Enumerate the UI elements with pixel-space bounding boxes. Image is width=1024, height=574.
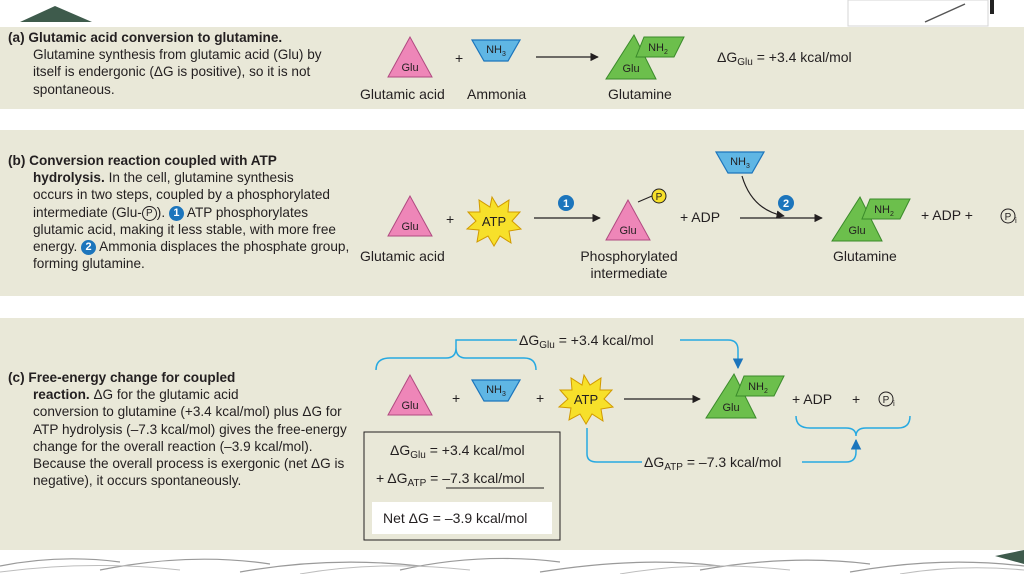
plus-sign: + [852, 391, 860, 407]
panel-b-body-1: In the cell, glutamine synthesis [108, 170, 294, 186]
step-1-number: 1 [563, 198, 569, 210]
bottom-bracket-arrow [802, 438, 862, 463]
nh3-label: NH3 [486, 384, 506, 398]
panel-a-title: (a) Glutamic acid conversion to glutamin… [8, 30, 283, 45]
step-1-marker: 1 [558, 195, 574, 211]
plus-sign: + [452, 390, 460, 406]
phosphate-icon [651, 188, 667, 204]
plus-sign: + [446, 211, 454, 227]
bottom-bracket [795, 415, 911, 437]
plus-sign: + [455, 50, 463, 66]
glu-label: Glu [401, 221, 418, 233]
pi-subscript: i [893, 399, 895, 408]
panel-a-body: Glutamine synthesis from glutamic acid (… [33, 47, 322, 97]
corner-frame [847, 0, 989, 27]
label-ammonia: Ammonia [467, 86, 526, 102]
top-decoration [0, 0, 1024, 27]
glu-label: Glu [722, 402, 739, 414]
label-glutamic-acid: Glutamic acid [360, 86, 445, 102]
glu-label: Glu [401, 62, 418, 74]
nh2-label: NH2 [874, 204, 894, 218]
glu-label: Glu [619, 225, 636, 237]
glu-label: Glu [622, 63, 639, 75]
step-2-icon: 2 [81, 240, 97, 256]
nh3-shape-a: NH3 [470, 39, 522, 62]
glutamine-shape-c: Glu NH2 [705, 372, 785, 419]
nh3-shape-b: NH3 [714, 151, 766, 174]
atp-label: ATP [574, 392, 598, 407]
panel-c-body-1: ΔG for the glutamic acid [93, 387, 239, 403]
pi-label: P [883, 395, 890, 406]
panel-c-body-2: conversion to glutamine (+3.4 kcal/mol) … [33, 404, 347, 489]
bottom-decoration [0, 550, 1024, 574]
label-phosphorylated: Phosphorylated [580, 248, 677, 264]
panel-a-description: (a) Glutamic acid conversion to glutamin… [8, 29, 353, 98]
sum-net-box [372, 502, 552, 534]
label-glutamine: Glutamine [608, 86, 672, 102]
glu-triangle-c: Glu [387, 373, 433, 416]
label-intermediate: intermediate [590, 265, 667, 281]
panel-b-title: (b) Conversion reaction coupled with ATP… [8, 153, 277, 186]
glu-label: Glu [401, 400, 418, 412]
ammonia-input-arrow [741, 175, 785, 219]
plus-adp-b: + ADP [680, 209, 720, 225]
plus-adp-plus-b: + ADP + [921, 207, 973, 223]
panel-b: (b) Conversion reaction coupled with ATP… [0, 130, 1024, 296]
glu-triangle-a: Glu [387, 35, 433, 78]
panel-b-body-2: occurs in two steps, coupled by a phosph… [33, 187, 350, 272]
corner-logo-shape [20, 6, 92, 22]
panel-a-delta-g: ΔGGlu = +3.4 kcal/mol [717, 49, 852, 68]
corner-stroke [924, 3, 966, 23]
corner-bar [990, 0, 994, 14]
glutamine-shape-b: Glu NH2 [831, 195, 911, 242]
phosphorylated-intermediate-shape: Glu P [605, 188, 667, 241]
label-glutamine: Glutamine [833, 248, 897, 264]
plus-sign: + [536, 390, 544, 406]
bottom-decoration-art [0, 550, 1024, 574]
atp-label: ATP [482, 214, 506, 229]
nh3-label: NH3 [730, 156, 750, 170]
nh2-label: NH2 [648, 42, 668, 56]
sum-net: Net ΔG = –3.9 kcal/mol [383, 510, 527, 526]
panel-b-description: (b) Conversion reaction coupled with ATP… [8, 152, 353, 272]
bracket-top-delta-g: ΔGGlu = +3.4 kcal/mol [519, 332, 654, 351]
label-glutamic-acid: Glutamic acid [360, 248, 445, 264]
glu-label: Glu [848, 225, 865, 237]
atp-bracket-line [586, 428, 642, 463]
phosphate-label: P [656, 192, 663, 203]
step-1-icon: 1 [168, 205, 184, 221]
top-bracket-arrow [680, 339, 744, 370]
glutamine-shape-a: Glu NH2 [605, 33, 685, 80]
top-bracket-connector [455, 339, 517, 348]
nh2-label: NH2 [748, 381, 768, 395]
nh3-label: NH3 [486, 44, 506, 58]
plus-adp-c: + ADP [792, 391, 832, 407]
panel-b-diagram: Glu + ATP 1 Glu P + ADP NH3 2 [360, 151, 1017, 281]
step-2-number: 2 [783, 198, 789, 210]
pi-icon-b: P i [1000, 208, 1017, 225]
atp-starburst-c: ATP [557, 373, 615, 425]
pi-label: P [1005, 212, 1012, 223]
pi-subscript: i [1015, 216, 1017, 225]
nh3-shape-c: NH3 [470, 379, 522, 402]
panel-c-diagram: ΔGGlu = +3.4 kcal/mol Glu + NH3 + ATP Gl… [363, 332, 911, 541]
glu-triangle-b: Glu [387, 194, 433, 237]
top-decoration-art [20, 0, 994, 27]
panel-a: (a) Glutamic acid conversion to glutamin… [0, 27, 1024, 109]
atp-starburst-b: ATP [465, 195, 523, 247]
bracket-bottom-delta-g: ΔGATP = –7.3 kcal/mol [644, 454, 781, 473]
step-2-marker: 2 [778, 195, 794, 211]
pi-icon-c: P i [878, 391, 895, 408]
top-bracket [375, 347, 537, 371]
panel-a-diagram: Glu + NH3 Glu NH2 ΔGGlu = +3.4 kcal/mol … [360, 33, 852, 102]
